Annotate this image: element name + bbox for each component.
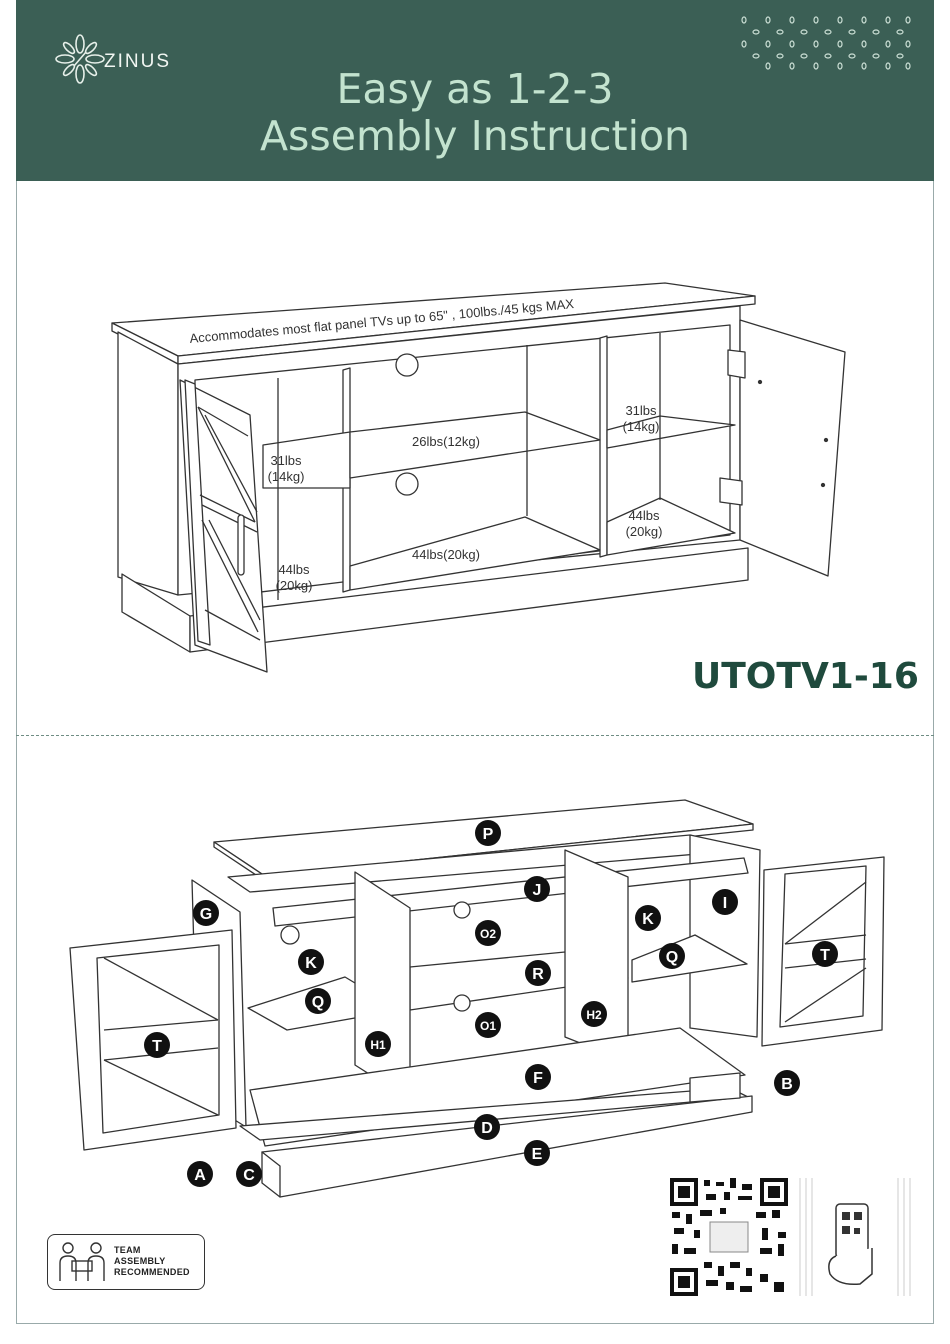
svg-text:G: G xyxy=(200,906,212,923)
svg-text:T: T xyxy=(820,947,830,964)
part-labels: P J I G K K O2 O1 R Q Q T T H1 H2 F B D … xyxy=(144,820,838,1187)
svg-text:B: B xyxy=(781,1076,793,1093)
zinus-logo-icon xyxy=(55,34,105,84)
two-people-icon xyxy=(59,1242,105,1281)
team-assembly-badge: TEAM ASSEMBLY RECOMMENDED xyxy=(47,1234,205,1290)
brand-name: ZINUS xyxy=(104,51,171,72)
part-label-q-left: Q xyxy=(305,988,331,1014)
svg-text:I: I xyxy=(723,895,727,912)
weight-right-lower-1: 44lbs xyxy=(628,508,660,523)
part-label-o1: O1 xyxy=(475,1012,501,1038)
page-border-bottom xyxy=(16,1323,934,1324)
weight-left-lower-2: (20kg) xyxy=(276,578,313,593)
svg-text:F: F xyxy=(533,1070,543,1087)
svg-text:O1: O1 xyxy=(480,1019,496,1033)
team-assembly-text: TEAM ASSEMBLY RECOMMENDED xyxy=(114,1245,190,1278)
part-label-p: P xyxy=(475,820,501,846)
svg-text:H2: H2 xyxy=(586,1008,602,1022)
page-border-left xyxy=(16,181,17,1324)
part-label-b: B xyxy=(774,1070,800,1096)
section-divider xyxy=(16,735,934,736)
part-label-k-left: K xyxy=(298,949,324,975)
phone-scan-icon xyxy=(799,1178,911,1296)
svg-text:D: D xyxy=(481,1120,493,1137)
part-label-j: J xyxy=(524,876,550,902)
team-line-3: RECOMMENDED xyxy=(114,1267,190,1277)
part-label-h2: H2 xyxy=(581,1001,607,1027)
svg-text:Q: Q xyxy=(312,994,324,1011)
svg-text:P: P xyxy=(483,826,494,843)
weight-right-lower-2: (20kg) xyxy=(626,524,663,539)
part-label-o2: O2 xyxy=(475,920,501,946)
part-label-k-right: K xyxy=(635,905,661,931)
weight-left-upper-1: 31lbs xyxy=(270,453,302,468)
svg-text:R: R xyxy=(532,966,544,983)
part-label-e: E xyxy=(524,1140,550,1166)
weight-right-upper-1: 31lbs xyxy=(625,403,657,418)
part-label-h1: H1 xyxy=(365,1031,391,1057)
part-label-i: I xyxy=(712,889,738,915)
exploded-parts-diagram: P J I G K K O2 O1 R Q Q T T H1 H2 F B D … xyxy=(69,799,885,1198)
part-label-t-left: T xyxy=(144,1032,170,1058)
svg-text:J: J xyxy=(533,882,542,899)
part-label-t-right: T xyxy=(812,941,838,967)
svg-text:K: K xyxy=(305,955,317,972)
header-banner: ZINUS Easy as 1-2-3 Assembly Instruction xyxy=(16,0,934,181)
weight-left-lower-1: 44lbs xyxy=(278,562,310,577)
svg-text:C: C xyxy=(243,1167,255,1184)
svg-text:H1: H1 xyxy=(370,1038,386,1052)
part-label-q-right: Q xyxy=(659,943,685,969)
svg-text:T: T xyxy=(152,1038,162,1055)
svg-text:E: E xyxy=(532,1146,543,1163)
weight-center-lower: 44lbs(20kg) xyxy=(412,547,480,562)
part-label-c: C xyxy=(236,1161,262,1187)
title-line-2: Assembly Instruction xyxy=(259,112,691,160)
team-line-2: ASSEMBLY xyxy=(114,1256,166,1266)
svg-text:O2: O2 xyxy=(480,927,496,941)
page-border-right xyxy=(933,181,934,1324)
weight-left-upper-2: (14kg) xyxy=(268,469,305,484)
team-line-1: TEAM xyxy=(114,1245,141,1255)
svg-text:K: K xyxy=(642,911,654,928)
part-label-g: G xyxy=(193,900,219,926)
part-label-a: A xyxy=(187,1161,213,1187)
part-label-r: R xyxy=(525,960,551,986)
part-label-f: F xyxy=(525,1064,551,1090)
decorative-dot-pattern-icon xyxy=(741,16,911,70)
part-label-d: D xyxy=(474,1114,500,1140)
svg-text:A: A xyxy=(194,1167,206,1184)
weight-right-upper-2: (14kg) xyxy=(623,419,660,434)
model-number: UTOTV1-16 xyxy=(692,656,919,697)
assembled-tv-stand-illustration: Accommodates most flat panel TVs up to 6… xyxy=(111,282,846,673)
title-line-1: Easy as 1-2-3 xyxy=(336,65,614,113)
svg-text:Q: Q xyxy=(666,949,678,966)
qr-code-icon[interactable] xyxy=(670,1178,788,1296)
weight-center-upper: 26lbs(12kg) xyxy=(412,434,480,449)
